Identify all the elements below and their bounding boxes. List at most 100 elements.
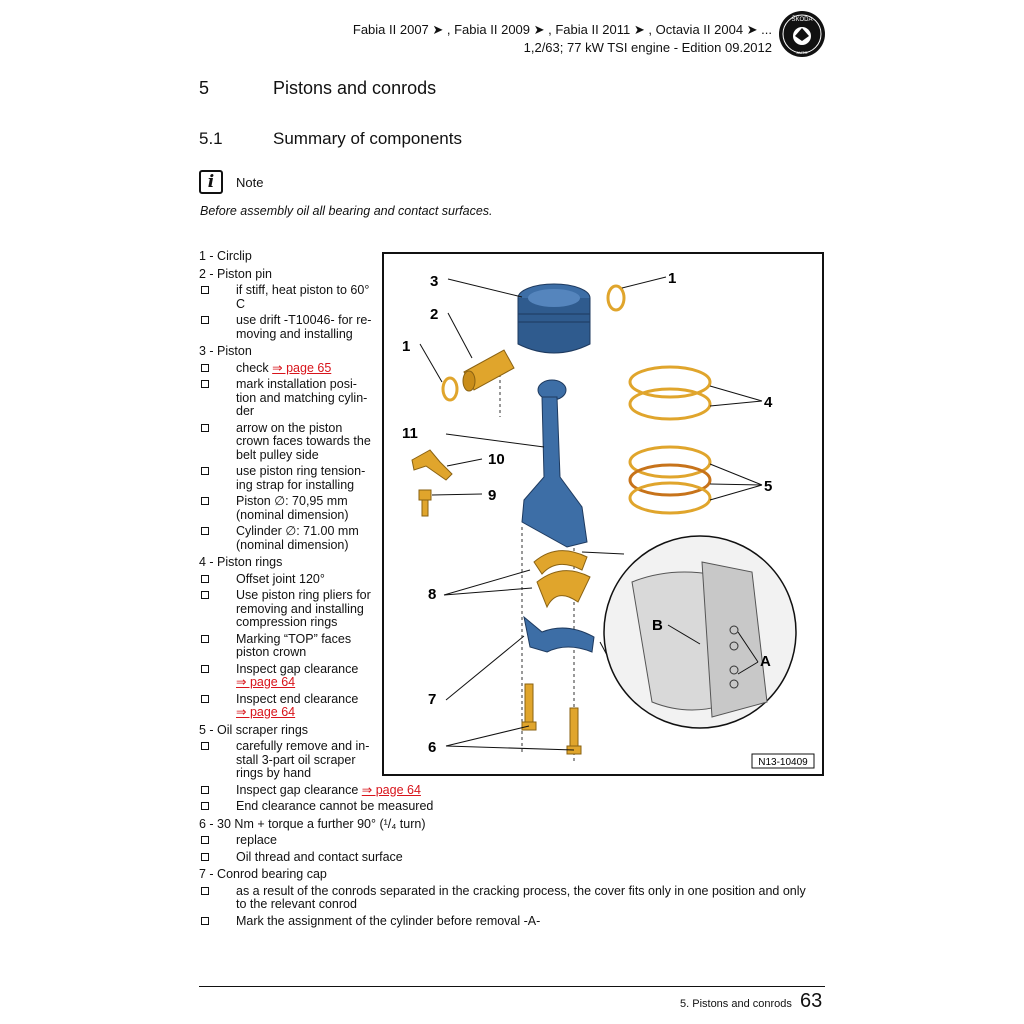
detail-text: crown faces towards the bbox=[236, 434, 371, 448]
detail-text: (nominal dimension) bbox=[236, 537, 349, 552]
component-title: 6 - 30 Nm + torque a further 90° (¹/₄ tu… bbox=[199, 816, 426, 831]
exploded-view-figure: 3 2 1 1 4 5 11 10 9 8 7 6 A B N13-10409 bbox=[382, 252, 824, 776]
detail-text: Inspect end clearance bbox=[236, 691, 359, 706]
detail-text: compression rings bbox=[236, 615, 338, 629]
checkbox-bullet-icon bbox=[201, 664, 209, 673]
component-item: 2 - Piston pin if stiff, heat piston to 6… bbox=[199, 266, 839, 342]
component-list: 1 - Circlip 2 - Piston pin if stiff, heat … bbox=[199, 249, 839, 932]
checkbox-bullet-icon bbox=[201, 380, 209, 388]
detail-text: Mark the assignment of the cylinder befo… bbox=[236, 913, 541, 928]
checkbox-bullet-icon bbox=[201, 497, 209, 505]
component-detail: check ⇒ page 65 bbox=[199, 360, 376, 376]
footer-divider bbox=[199, 986, 825, 987]
fig-label-4: 4 bbox=[764, 394, 773, 411]
skoda-logo: ŠKODA AUTO bbox=[779, 11, 825, 57]
logo-text: ŠKODA bbox=[791, 16, 812, 23]
component-detail: if stiff, heat piston to 60°C bbox=[199, 283, 376, 311]
component-title: 1 - Circlip bbox=[199, 249, 252, 263]
checkbox-bullet-icon bbox=[201, 785, 209, 794]
conrod bbox=[521, 379, 588, 548]
detail-text: (nominal dimension) bbox=[236, 507, 349, 522]
checkbox-bullet-icon bbox=[201, 916, 209, 925]
page-link[interactable]: ⇒ page 65 bbox=[272, 360, 332, 375]
bolt-9 bbox=[418, 489, 432, 517]
piston bbox=[517, 283, 591, 354]
fig-label-1-right: 1 bbox=[668, 270, 676, 287]
detail-text: ing strap for installing bbox=[236, 477, 355, 492]
oil-scraper-rings bbox=[628, 445, 712, 515]
bearing-shell-lower bbox=[536, 570, 591, 609]
checkbox-bullet-icon bbox=[201, 802, 209, 810]
subsection-title: Summary of components bbox=[273, 129, 462, 148]
detail-text: tion and matching cylin- bbox=[236, 390, 368, 405]
component-detail: End clearance cannot be measured bbox=[199, 799, 839, 814]
component-detail: as a result of the conrods separated in … bbox=[199, 884, 839, 912]
detail-text: C bbox=[236, 296, 246, 311]
detail-text: check bbox=[236, 360, 273, 375]
detail-text: use piston ring tension- bbox=[236, 464, 366, 478]
component-title: 3 - Piston bbox=[199, 344, 252, 358]
detail-text: moving and installing bbox=[236, 326, 353, 341]
component-detail: mark installation posi-tion and matching… bbox=[199, 377, 376, 419]
piston-pin bbox=[462, 349, 515, 392]
page-link[interactable]: ⇒ page 64 bbox=[236, 675, 296, 689]
component-item: 6 - 30 Nm + torque a further 90° (¹/₄ tu… bbox=[199, 816, 839, 865]
circlip-right bbox=[606, 284, 626, 312]
detail-text: piston crown bbox=[236, 645, 307, 659]
detail-text: carefully remove and in- bbox=[236, 739, 370, 753]
fig-label-1-left: 1 bbox=[402, 338, 410, 355]
component-detail: Oil thread and contact surface bbox=[199, 850, 839, 865]
detail-text: Offset joint 120° bbox=[236, 571, 325, 586]
detail-text: replace bbox=[236, 833, 277, 847]
piston-rings bbox=[628, 365, 712, 421]
page-link[interactable]: ⇒ page 64 bbox=[361, 782, 421, 797]
section-title: Pistons and conrods bbox=[273, 78, 437, 98]
component-detail: Cylinder ∅: 71.00 mm(nominal dimension) bbox=[199, 524, 376, 552]
checkbox-bullet-icon bbox=[201, 836, 209, 844]
component-title: 7 - Conrod bearing cap bbox=[199, 867, 327, 881]
figure-code: N13-10409 bbox=[758, 757, 808, 768]
note-text: Before assembly oil all bearing and cont… bbox=[200, 204, 493, 218]
checkbox-bullet-icon bbox=[201, 363, 209, 372]
fig-label-A: A bbox=[760, 653, 771, 670]
component-item: 1 - Circlip bbox=[199, 249, 839, 264]
logo-sub: AUTO bbox=[796, 50, 807, 55]
page-number: 63 bbox=[800, 990, 823, 1012]
section-number: 5 bbox=[199, 78, 210, 98]
component-title: 2 - Piston pin bbox=[199, 266, 272, 281]
checkbox-bullet-icon bbox=[201, 574, 209, 583]
checkbox-bullet-icon bbox=[201, 852, 209, 861]
detail-text: Piston ∅: 70,95 mm bbox=[236, 494, 348, 508]
component-detail: use drift -T10046- for re-moving and ins… bbox=[199, 313, 376, 341]
circlip-left bbox=[441, 376, 459, 402]
component-detail: Offset joint 120° bbox=[199, 571, 376, 587]
checkbox-bullet-icon bbox=[201, 286, 209, 294]
component-detail: use piston ring tension-ing strap for in… bbox=[199, 464, 376, 492]
component-detail: Inspect gap clearance ⇒ page 64 bbox=[199, 782, 839, 798]
component-detail: carefully remove and in-stall 3-part oil… bbox=[199, 739, 376, 781]
detail-text: End clearance cannot be measured bbox=[236, 799, 434, 813]
detail-text: Inspect gap clearance bbox=[236, 782, 362, 797]
fig-label-11: 11 bbox=[402, 425, 418, 442]
checkbox-bullet-icon bbox=[201, 591, 209, 599]
checkbox-bullet-icon bbox=[201, 316, 209, 324]
fig-label-6: 6 bbox=[428, 739, 436, 756]
component-item: 7 - Conrod bearing cap as a result of the… bbox=[199, 867, 839, 929]
component-detail: Inspect end clearance⇒ page 64 bbox=[199, 691, 376, 720]
fig-label-3: 3 bbox=[430, 273, 438, 290]
checkbox-bullet-icon bbox=[201, 467, 209, 475]
detail-text: mark installation posi- bbox=[236, 377, 357, 391]
detail-text: Use piston ring pliers for bbox=[236, 588, 371, 602]
component-detail: Mark the assignment of the cylinder befo… bbox=[199, 913, 839, 929]
detail-text: belt pulley side bbox=[236, 447, 319, 462]
part-10 bbox=[411, 449, 453, 481]
fig-label-9: 9 bbox=[488, 487, 496, 504]
note-label: Note bbox=[236, 175, 264, 190]
info-icon: i bbox=[199, 170, 223, 194]
checkbox-bullet-icon bbox=[201, 634, 209, 643]
page-link[interactable]: ⇒ page 64 bbox=[236, 705, 296, 719]
component-detail: replace bbox=[199, 833, 839, 848]
